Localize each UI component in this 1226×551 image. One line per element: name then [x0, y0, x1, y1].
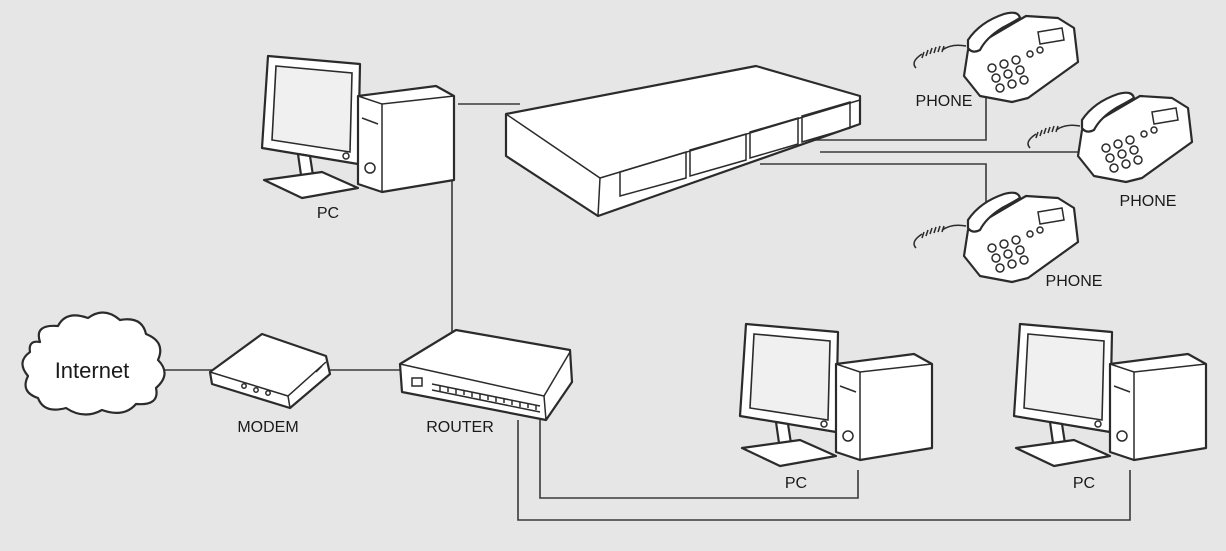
- modem-label: MODEM: [237, 419, 298, 436]
- connection-lines: [164, 96, 1131, 521]
- internet-label: Internet: [55, 358, 130, 383]
- pc-right: PC: [1012, 322, 1208, 492]
- phone-1: PHONE: [912, 11, 1080, 110]
- pc-right-icon: [1012, 322, 1208, 468]
- pc-mid-icon: [738, 322, 934, 468]
- phone-1-label: PHONE: [916, 93, 973, 110]
- phone-3: PHONE: [912, 191, 1103, 290]
- pc-mid-label: PC: [785, 475, 807, 492]
- router-label: ROUTER: [426, 419, 494, 436]
- line-switch-phone1: [800, 96, 987, 141]
- modem-device: MODEM: [208, 332, 332, 436]
- phone-2-label: PHONE: [1120, 193, 1177, 210]
- switch-device: [504, 64, 862, 218]
- internet-cloud: Internet: [21, 311, 166, 416]
- phone-2-icon: [1026, 91, 1194, 184]
- phone-1-icon: [912, 11, 1080, 104]
- pc-mid: PC: [738, 322, 934, 492]
- pc-top: PC: [260, 54, 456, 222]
- phone-3-icon: [912, 191, 1080, 284]
- line-router-pc-mid: [539, 420, 859, 499]
- pc-right-label: PC: [1073, 475, 1095, 492]
- router-device: ROUTER: [398, 328, 574, 436]
- phone-3-label: PHONE: [1046, 273, 1103, 290]
- pc-top-label: PC: [317, 205, 339, 222]
- line-router-pc-right: [517, 420, 1131, 521]
- line-switch-phone3: [760, 163, 987, 212]
- phone-2: PHONE: [1026, 91, 1194, 210]
- pc-top-icon: [260, 54, 456, 200]
